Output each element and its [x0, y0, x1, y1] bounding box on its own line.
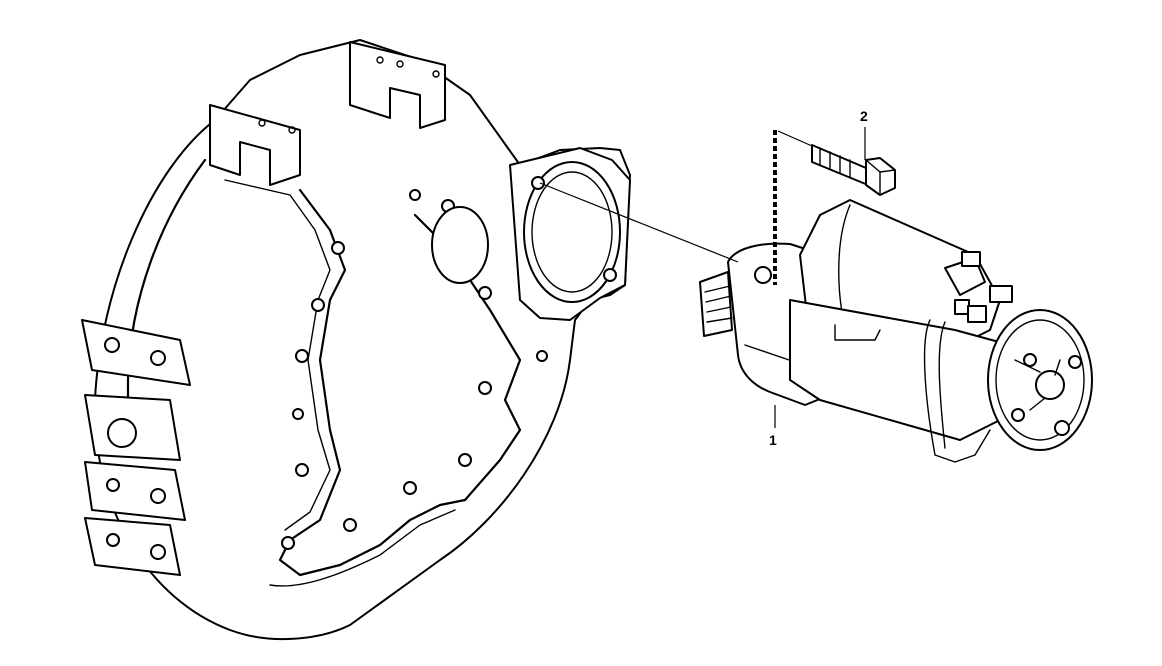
callout-2-label: 2 — [860, 108, 868, 124]
flywheel-housing — [81, 39, 631, 641]
bolt-guide-line — [777, 130, 813, 147]
bolt — [811, 144, 896, 196]
callout-2: 2 — [860, 108, 868, 160]
callout-1: 1 — [769, 405, 777, 448]
callout-1-label: 1 — [769, 432, 777, 448]
starter-alignment-line — [539, 182, 739, 263]
starter-motor — [699, 199, 1093, 463]
